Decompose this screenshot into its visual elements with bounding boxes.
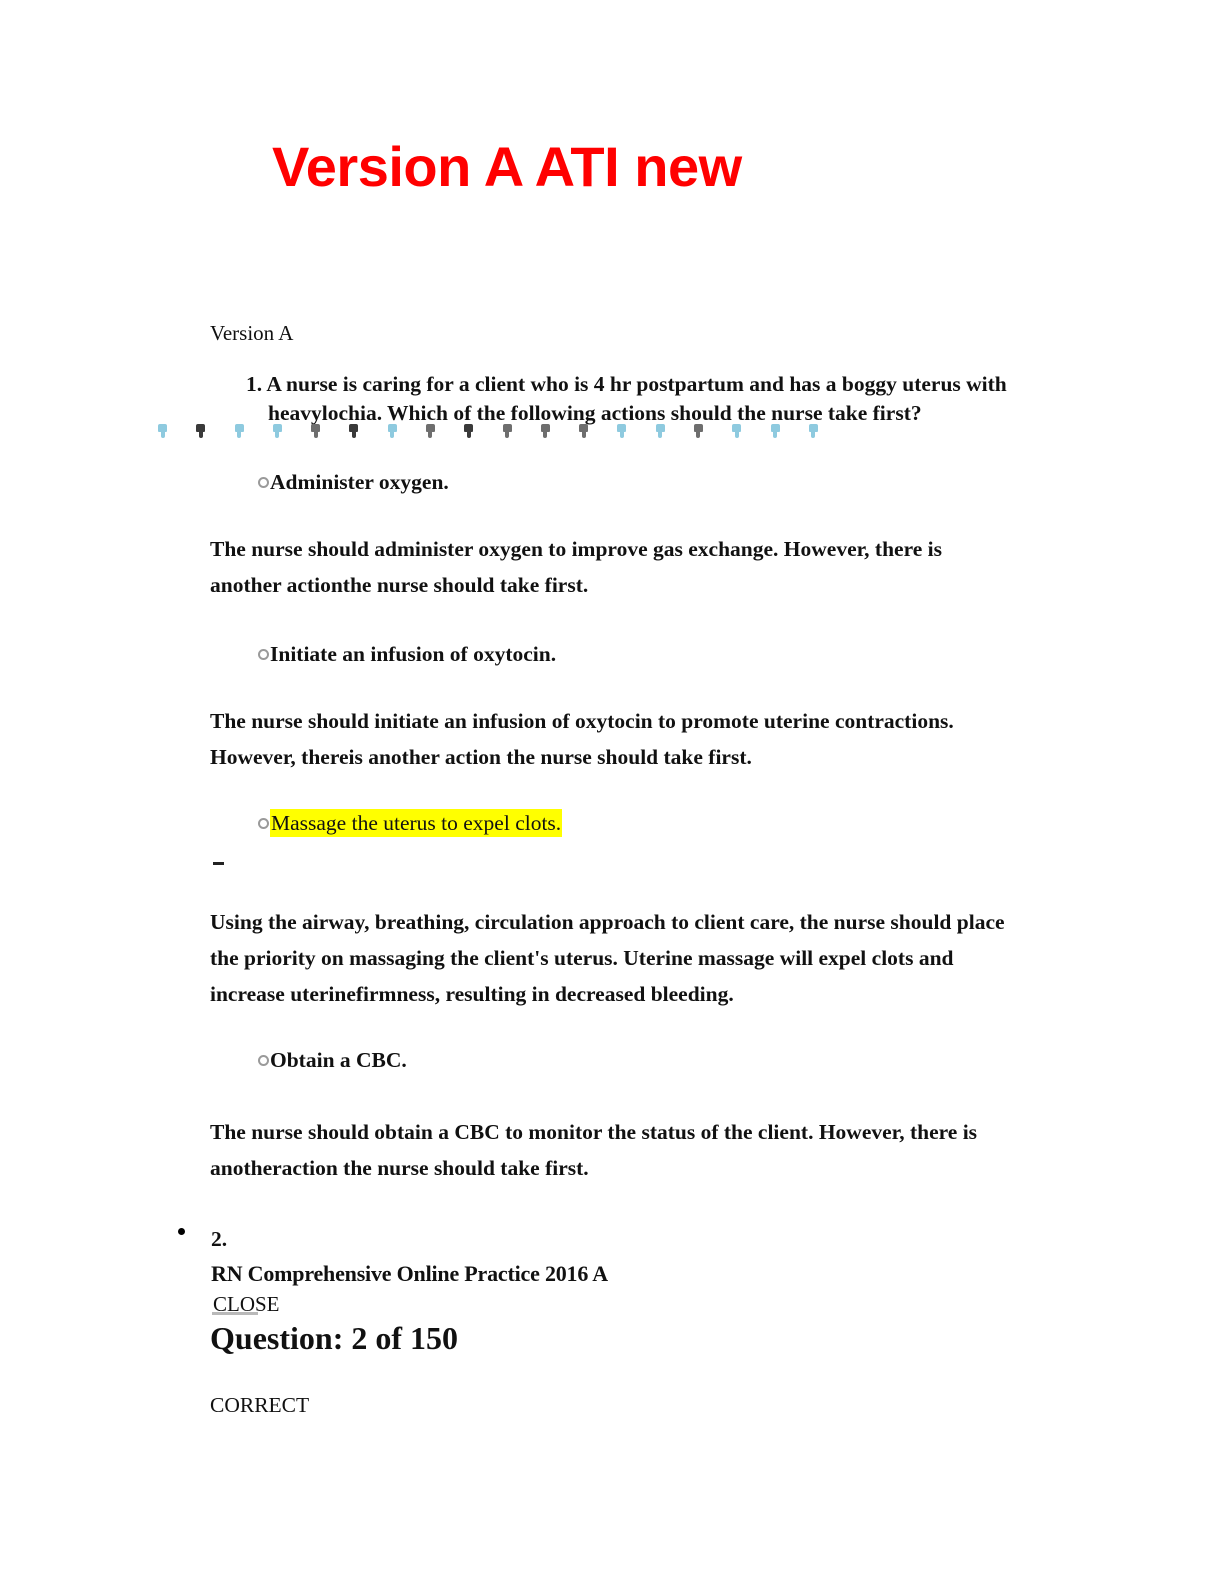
radio-button-icon[interactable] xyxy=(258,817,269,829)
answer-option-3-label: Massage the uterus to expel clots. xyxy=(270,809,563,837)
radio-button-icon[interactable] xyxy=(258,1054,269,1066)
answer-option-4-label: Obtain a CBC. xyxy=(270,1048,407,1072)
map-pin-icon xyxy=(387,424,397,439)
map-pin-icon xyxy=(808,424,818,439)
map-pin-icon xyxy=(196,424,206,439)
map-pin-icon xyxy=(425,424,435,439)
underline-artifact xyxy=(212,1312,258,1315)
question-1-stem: 1. A nurse is caring for a client who is… xyxy=(246,370,1028,428)
map-pin-icon xyxy=(732,424,742,439)
answer-option-3[interactable]: Massage the uterus to expel clots. xyxy=(258,809,563,837)
map-pin-icon xyxy=(349,424,359,439)
answer-option-2-rationale: The nurse should initiate an infusion of… xyxy=(210,709,954,769)
map-pin-icon xyxy=(502,424,512,439)
map-pin-icon xyxy=(311,424,321,439)
map-pin-icon xyxy=(272,424,282,439)
question-1-text: A nurse is caring for a client who is 4 … xyxy=(266,372,1007,425)
answer-option-2[interactable]: Initiate an infusion of oxytocin. xyxy=(258,640,556,668)
map-pin-icon xyxy=(655,424,665,439)
version-label: Version A xyxy=(210,321,294,345)
question-2-number: 2. xyxy=(211,1227,228,1251)
radio-button-icon[interactable] xyxy=(258,648,269,660)
radio-button-icon[interactable] xyxy=(258,476,269,488)
map-pin-icon xyxy=(617,424,627,439)
answer-option-1-rationale: The nurse should administer oxygen to im… xyxy=(210,537,942,597)
answer-option-4-rationale: The nurse should obtain a CBC to monitor… xyxy=(210,1120,978,1180)
question-1-number: 1. xyxy=(246,372,263,396)
map-pin-icon xyxy=(540,424,550,439)
map-pin-icon xyxy=(234,424,244,439)
map-pin-icon xyxy=(158,424,167,439)
answer-option-1[interactable]: Administer oxygen. xyxy=(258,468,449,496)
answer-option-1-label: Administer oxygen. xyxy=(270,470,449,494)
question-counter: Question: 2 of 150 xyxy=(210,1320,458,1356)
marker-pin-strip xyxy=(158,424,818,444)
page-title: Version A ATI new xyxy=(272,135,742,198)
answer-option-4[interactable]: Obtain a CBC. xyxy=(258,1046,407,1074)
stray-dash-artifact xyxy=(213,862,224,865)
answer-option-3-rationale: Using the airway, breathing, circulation… xyxy=(210,910,1005,1006)
map-pin-icon xyxy=(693,424,703,439)
map-pin-icon xyxy=(464,424,474,439)
answer-option-2-label: Initiate an infusion of oxytocin. xyxy=(270,642,557,666)
status-badge: CORRECT xyxy=(210,1393,310,1417)
close-button[interactable]: CLOSE xyxy=(213,1292,280,1316)
list-bullet-icon xyxy=(178,1228,185,1235)
map-pin-icon xyxy=(579,424,589,439)
practice-test-title: RN Comprehensive Online Practice 2016 A xyxy=(211,1261,608,1286)
map-pin-icon xyxy=(770,424,780,439)
